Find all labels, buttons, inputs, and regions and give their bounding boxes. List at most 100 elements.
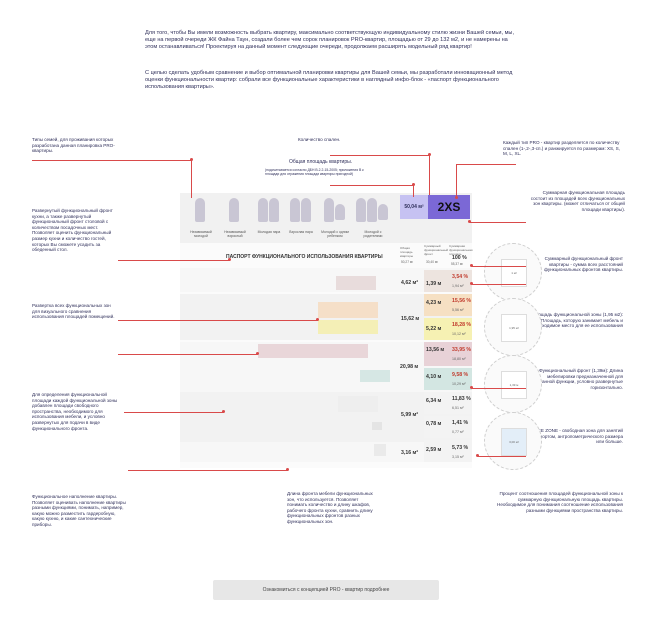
zone-percent: 33,95 % — [452, 347, 472, 353]
note-percent: Процент соотношения площадей функциональ… — [497, 491, 623, 513]
note-zones-layout: Развертка всех функциональных зон для ви… — [32, 303, 115, 320]
family-figure-icon — [269, 198, 279, 222]
note-sum-area: Суммарная функциональная площадь состоит… — [530, 190, 625, 212]
passport-title: ПАСПОРТ ФУНКЦИОНАЛЬНОГО ИСПОЛЬЗОВАНИЯ КВ… — [226, 254, 383, 260]
example-zone-sketch: 1,39 м — [501, 371, 527, 399]
family-figure-icon — [229, 198, 239, 222]
note-functional-front: Функциональный фронт (1,39м): Длина мебе… — [539, 368, 623, 390]
family-label: Молодой с родителями — [363, 230, 383, 238]
note-apartment-type: Каждый тип PRO - квартир разделяется по … — [503, 140, 621, 157]
zone-plan-sketch — [318, 320, 378, 334]
zone-front: 13,56 м — [426, 347, 445, 353]
note-functional-filling: Функциональное наполнение квартиры. Позв… — [32, 494, 126, 527]
zone-area: 5,56 м² — [452, 308, 464, 312]
zone-row — [424, 342, 472, 366]
front-value: 4,62 м² — [401, 280, 419, 286]
total-area-box: 50,04 м² — [400, 195, 428, 219]
zone-row — [424, 270, 472, 292]
zone-row — [424, 368, 472, 390]
col-header-sum-area: Суммарная функциональная площадь — [449, 244, 473, 256]
note-zone-area: Площадь функциональной зоны (1,95 м2): П… — [531, 312, 623, 329]
zone-plan-sketch — [360, 370, 390, 382]
example-circle: 3,00 м² — [484, 412, 542, 470]
zone-front: 1,39 м — [426, 281, 442, 287]
note-free-zone: FREE ZONE - свободная зона для занятий с… — [531, 428, 623, 445]
zone-row — [424, 294, 472, 316]
zone-plan-sketch — [258, 344, 368, 358]
zone-area: 10,12 м² — [452, 332, 466, 336]
note-family-types: Типы семей, для проживания которых разра… — [32, 137, 115, 154]
zone-area: 6,51 м² — [452, 406, 464, 410]
family-figure-icon — [258, 198, 268, 222]
note-total-area-sub: (подсчитывается согласно ДБН В.2.2-15-20… — [265, 168, 364, 177]
family-figures: Независимый молодой Независимый взрослый… — [186, 198, 396, 240]
family-label: Молодой с одним ребенком — [321, 230, 349, 238]
intro-paragraph-1: Для того, чтобы Вы имели возможность выб… — [145, 30, 514, 50]
zone-band — [180, 442, 472, 462]
family-figure-icon — [378, 204, 388, 220]
family-label: Независимый взрослый — [224, 230, 246, 238]
note-sum-front: Суммарный функциональный фронт квартиры … — [544, 256, 623, 273]
zone-percent: 9,58 % — [452, 372, 469, 378]
apartment-type-box: 2XS — [428, 195, 470, 219]
zone-front: 0,78 м — [426, 421, 442, 427]
header-sum-area-value: 55,37 м² — [451, 262, 464, 266]
note-total-area: Общая площадь квартиры. — [289, 159, 353, 165]
zone-plan-sketch — [338, 396, 378, 412]
zone-front: 5,22 м — [426, 326, 442, 332]
family-figure-icon — [324, 198, 334, 222]
zone-plan-sketch — [318, 302, 378, 318]
example-zone-sketch: 1 м² — [501, 259, 527, 287]
zone-front: 6,34 м — [426, 398, 442, 404]
example-circle: 1,95 м² — [484, 298, 542, 356]
zone-plan-sketch — [372, 422, 382, 430]
col-header-total: Общая площадь квартиры — [400, 246, 414, 258]
zone-plan-sketch — [336, 276, 376, 290]
zone-percent: 3,54 % — [452, 274, 469, 280]
front-value: 20,98 м — [400, 364, 419, 370]
front-value: 5,99 м² — [401, 412, 419, 418]
intro-paragraph-2: С целью сделать удобным сравнение и выбо… — [145, 70, 513, 90]
zone-row — [424, 318, 472, 340]
family-label: Взрослая пара — [289, 230, 313, 234]
note-rooms: Количество спален. — [298, 137, 341, 142]
header-total-value: 50,27 м² — [401, 260, 414, 264]
zone-band — [180, 392, 472, 442]
header-percent-value: 100 % — [452, 255, 467, 261]
example-circle: 1,39 м — [484, 355, 542, 413]
zone-percent: 15,56 % — [452, 298, 472, 304]
front-value: 3,16 м² — [401, 450, 419, 456]
zone-area: 0,77 м² — [452, 430, 464, 434]
zone-area: 3,15 м² — [452, 455, 464, 459]
zone-percent: 11,83 % — [452, 396, 471, 402]
note-functional-area: Для определения функциональной площади к… — [32, 392, 118, 431]
example-zone-sketch: 1,95 м² — [501, 314, 527, 342]
zone-row — [424, 392, 472, 414]
zone-band — [180, 268, 472, 292]
family-figure-icon — [356, 198, 366, 222]
front-value: 15,62 м — [401, 316, 420, 322]
example-circle: 1 м² — [484, 243, 542, 301]
zone-plan-sketch — [374, 444, 386, 456]
family-figure-icon — [335, 204, 345, 220]
example-zone-sketch: 3,00 м² — [501, 428, 527, 456]
zone-percent: 1,41 % — [452, 420, 469, 426]
family-figure-icon — [195, 198, 205, 222]
learn-more-button[interactable]: Ознакомиться с концепцией PRO - квартир … — [213, 580, 439, 600]
family-figure-icon — [290, 198, 300, 222]
zone-front: 2,59 м — [426, 447, 442, 453]
zone-front: 4,10 м — [426, 374, 442, 380]
col-header-front: Суммарный функциональный фронт — [424, 244, 449, 256]
family-label: Независимый молодой — [190, 230, 212, 238]
zone-area: 10,29 м² — [452, 382, 466, 386]
note-front-length: Длина фронта мебели функциональных зон, … — [287, 491, 373, 524]
zone-row — [424, 440, 472, 462]
zone-percent: 5,73 % — [452, 445, 469, 451]
note-kitchen-front: Развернутый функциональный фронт кухни, … — [32, 208, 113, 253]
zone-row — [424, 416, 472, 438]
zone-percent: 18,28 % — [452, 322, 472, 328]
family-figure-icon — [301, 198, 311, 222]
family-label: Молодая пара — [257, 230, 281, 234]
zone-front: 4,23 м — [426, 300, 442, 306]
family-figure-icon — [367, 198, 377, 222]
